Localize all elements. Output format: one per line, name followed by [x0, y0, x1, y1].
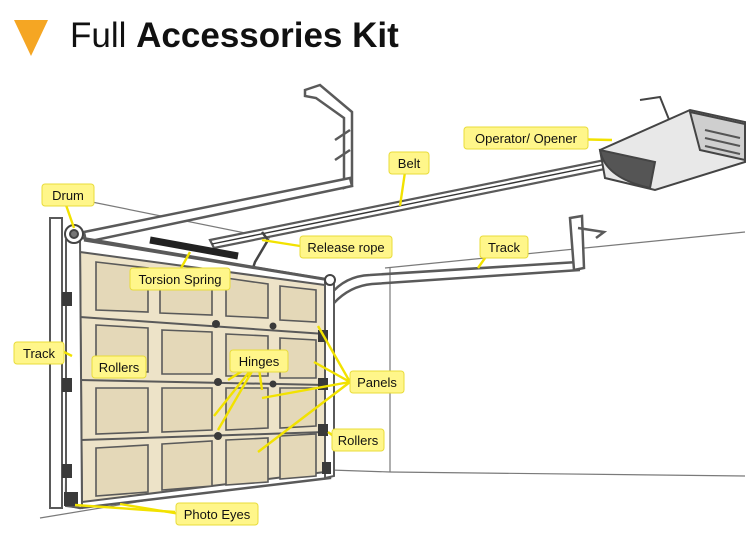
label-panels-text: Panels [357, 375, 397, 390]
label-track-right-text: Track [488, 240, 521, 255]
label-hinges-text: Hinges [239, 354, 280, 369]
label-hinges: Hinges [229, 349, 289, 373]
label-belt: Belt [388, 151, 430, 175]
label-drum-text: Drum [52, 188, 84, 203]
drum [64, 224, 336, 286]
ceiling-bracket [303, 83, 354, 190]
label-track-right: Track [479, 235, 529, 259]
label-release-rope-text: Release rope [307, 240, 384, 255]
label-panels: Panels [349, 370, 405, 394]
title-prefix: Full [70, 16, 127, 55]
page-title: Full Accessories Kit [70, 14, 399, 58]
label-rollers-right-text: Rollers [338, 433, 379, 448]
label-belt-text: Belt [398, 156, 421, 171]
label-photo-eyes: Photo Eyes [175, 502, 259, 526]
title-emphasis: Accessories Kit [136, 16, 399, 55]
label-rollers-right: Rollers [331, 428, 385, 452]
label-photo-eyes-text: Photo Eyes [184, 507, 251, 522]
label-operator: Operator/ Opener [463, 126, 589, 150]
label-torsion-spring-text: Torsion Spring [138, 272, 221, 287]
label-rollers-left: Rollers [91, 355, 147, 379]
label-torsion-spring: Torsion Spring [129, 267, 231, 291]
label-release-rope: Release rope [299, 235, 393, 259]
label-rollers-left-text: Rollers [99, 360, 140, 375]
label-operator-text: Operator/ Opener [475, 131, 578, 146]
label-track-left-text: Track [23, 346, 56, 361]
label-track-left: Track [13, 341, 65, 365]
label-drum: Drum [41, 183, 95, 207]
left-horizontal-track [82, 176, 354, 244]
title-bar: Full Accessories Kit [0, 0, 750, 70]
opener-unit [598, 95, 746, 192]
torsion-spring [83, 236, 331, 282]
right-horizontal-track [329, 214, 608, 304]
title-triangle-icon [14, 20, 48, 56]
hinges-hardware [62, 292, 331, 506]
